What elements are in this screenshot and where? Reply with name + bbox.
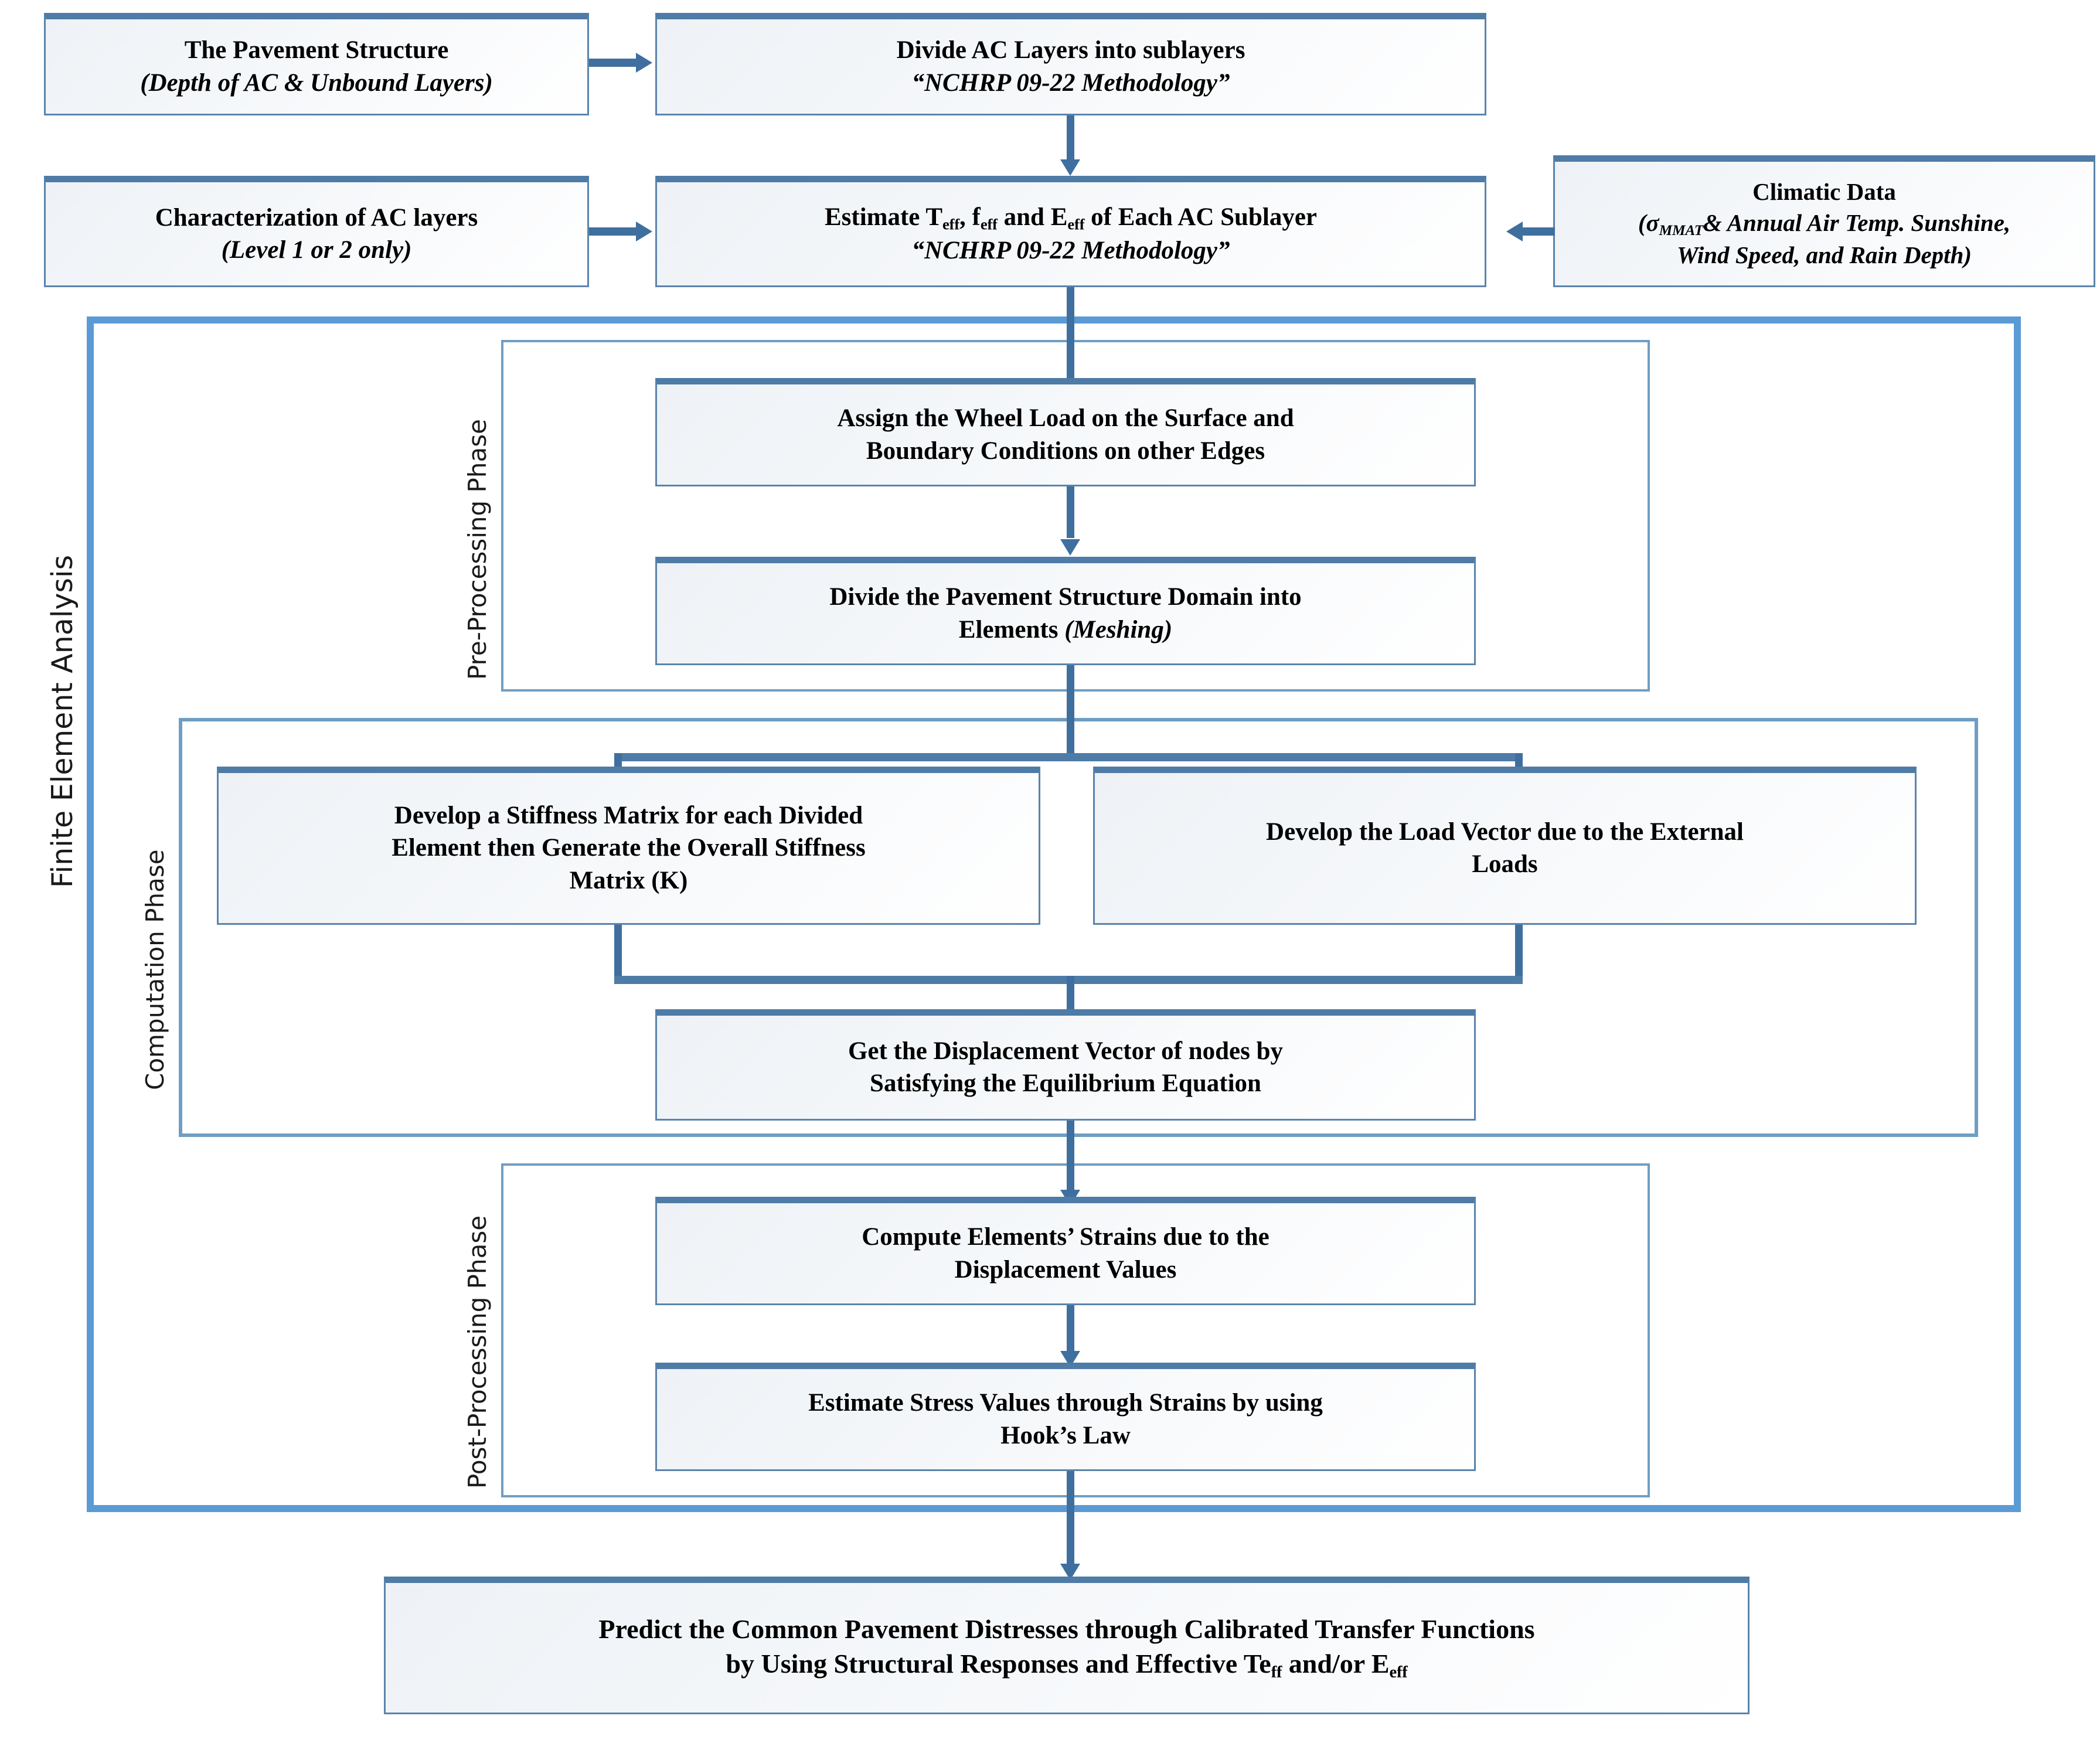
node-climatic-data-title: Climatic Data xyxy=(1752,178,1896,206)
node-estimate-effective-subtitle: “NCHRP 09-22 Methodology” xyxy=(911,236,1230,264)
node-assign-wheel-load-line2: Boundary Conditions on other Edges xyxy=(866,437,1265,465)
connector-pavement-to-divide xyxy=(589,59,636,67)
connector-climatic-to-estimate xyxy=(1523,227,1555,236)
connector-loadvector-merge-drop xyxy=(1515,925,1523,983)
node-estimate-stress-line2: Hook’s Law xyxy=(1000,1421,1131,1449)
node-displacement-vector-line2: Satisfying the Equilibrium Equation xyxy=(870,1070,1261,1097)
node-divide-pavement-domain-line1: Divide the Pavement Structure Domain int… xyxy=(829,583,1302,611)
node-climatic-data-subtitle-line2: Wind Speed, and Rain Depth) xyxy=(1676,241,1972,269)
node-compute-strains[interactable]: Compute Elements’ Strains due to the Dis… xyxy=(655,1197,1476,1305)
connector-assign-to-divide-domain xyxy=(1067,486,1074,538)
node-pavement-structure[interactable]: The Pavement Structure (Depth of AC & Un… xyxy=(44,13,589,115)
node-divide-ac-layers-title: Divide AC Layers into sublayers xyxy=(896,36,1245,64)
group-label-pre-processing-phase: Pre-Processing Phase xyxy=(463,419,492,680)
node-pavement-structure-subtitle: (Depth of AC & Unbound Layers) xyxy=(140,69,493,97)
node-divide-pavement-domain[interactable]: Divide the Pavement Structure Domain int… xyxy=(655,557,1476,665)
group-label-finite-element-analysis: Finite Element Analysis xyxy=(46,554,79,888)
node-displacement-vector-line1: Get the Displacement Vector of nodes by xyxy=(848,1037,1284,1065)
node-stiffness-matrix-line1: Develop a Stiffness Matrix for each Divi… xyxy=(394,802,863,830)
node-climatic-data-subtitle-line1: (σMMAT& Annual Air Temp. Sunshine, xyxy=(1638,209,2011,239)
node-load-vector[interactable]: Develop the Load Vector due to the Exter… xyxy=(1093,767,1917,925)
computation-phase-group xyxy=(179,718,1978,1137)
connector-strains-to-stress xyxy=(1067,1305,1074,1358)
node-divide-pavement-domain-line2: Elements (Meshing) xyxy=(958,615,1173,644)
node-assign-wheel-load[interactable]: Assign the Wheel Load on the Surface and… xyxy=(655,378,1476,486)
node-compute-strains-line1: Compute Elements’ Strains due to the xyxy=(862,1223,1269,1251)
node-estimate-stress-line1: Estimate Stress Values through Strains b… xyxy=(808,1389,1323,1417)
node-compute-strains-line2: Displacement Values xyxy=(954,1255,1177,1284)
pre-processing-phase-group xyxy=(501,340,1650,692)
connector-divide-to-estimate xyxy=(1067,115,1074,162)
node-predict-distresses-line2: by Using Structural Responses and Effect… xyxy=(726,1648,1408,1681)
post-processing-phase-group xyxy=(501,1163,1650,1497)
group-label-computation-phase: Computation Phase xyxy=(141,849,169,1090)
node-estimate-effective-title: Estimate Teff, feff and Eeff of Each AC … xyxy=(824,203,1317,233)
connector-split-bus xyxy=(614,753,1523,761)
node-pavement-structure-title: The Pavement Structure xyxy=(184,36,449,64)
arrowhead-assign-to-divide-domain xyxy=(1060,539,1080,556)
arrowhead-climatic-to-estimate xyxy=(1506,222,1523,241)
connector-divide-domain-stem xyxy=(1067,665,1074,756)
arrowhead-characterization-to-estimate xyxy=(636,222,652,241)
node-stiffness-matrix-line3: Matrix (K) xyxy=(569,866,688,894)
node-stiffness-matrix[interactable]: Develop a Stiffness Matrix for each Divi… xyxy=(217,767,1040,925)
node-load-vector-line2: Loads xyxy=(1472,850,1538,878)
arrowhead-divide-to-estimate xyxy=(1060,159,1080,176)
node-assign-wheel-load-line1: Assign the Wheel Load on the Surface and xyxy=(837,404,1294,433)
connector-stress-to-predict xyxy=(1067,1471,1074,1574)
connector-estimate-to-assign xyxy=(1067,287,1074,390)
connector-stiffness-merge-drop xyxy=(614,925,622,983)
node-divide-ac-layers-subtitle: “NCHRP 09-22 Methodology” xyxy=(911,69,1230,97)
node-estimate-effective-properties[interactable]: Estimate Teff, feff and Eeff of Each AC … xyxy=(655,176,1486,287)
node-characterization-title: Characterization of AC layers xyxy=(155,203,478,232)
node-predict-distresses[interactable]: Predict the Common Pavement Distresses t… xyxy=(384,1577,1750,1714)
node-load-vector-line1: Develop the Load Vector due to the Exter… xyxy=(1266,818,1744,846)
node-estimate-stress[interactable]: Estimate Stress Values through Strains b… xyxy=(655,1363,1476,1471)
connector-characterization-to-estimate xyxy=(589,227,636,236)
node-divide-ac-layers[interactable]: Divide AC Layers into sublayers “NCHRP 0… xyxy=(655,13,1486,115)
node-displacement-vector[interactable]: Get the Displacement Vector of nodes by … xyxy=(655,1009,1476,1121)
node-characterization-ac-layers[interactable]: Characterization of AC layers (Level 1 o… xyxy=(44,176,589,287)
group-label-post-processing-phase: Post-Processing Phase xyxy=(463,1215,492,1489)
arrowhead-pavement-to-divide xyxy=(636,53,652,73)
node-climatic-data[interactable]: Climatic Data (σMMAT& Annual Air Temp. S… xyxy=(1553,155,2095,287)
connector-displacement-to-strains xyxy=(1067,1121,1074,1197)
node-stiffness-matrix-line2: Element then Generate the Overall Stiffn… xyxy=(392,834,866,862)
node-characterization-subtitle: (Level 1 or 2 only) xyxy=(221,236,412,264)
node-predict-distresses-line1: Predict the Common Pavement Distresses t… xyxy=(598,1613,1535,1644)
